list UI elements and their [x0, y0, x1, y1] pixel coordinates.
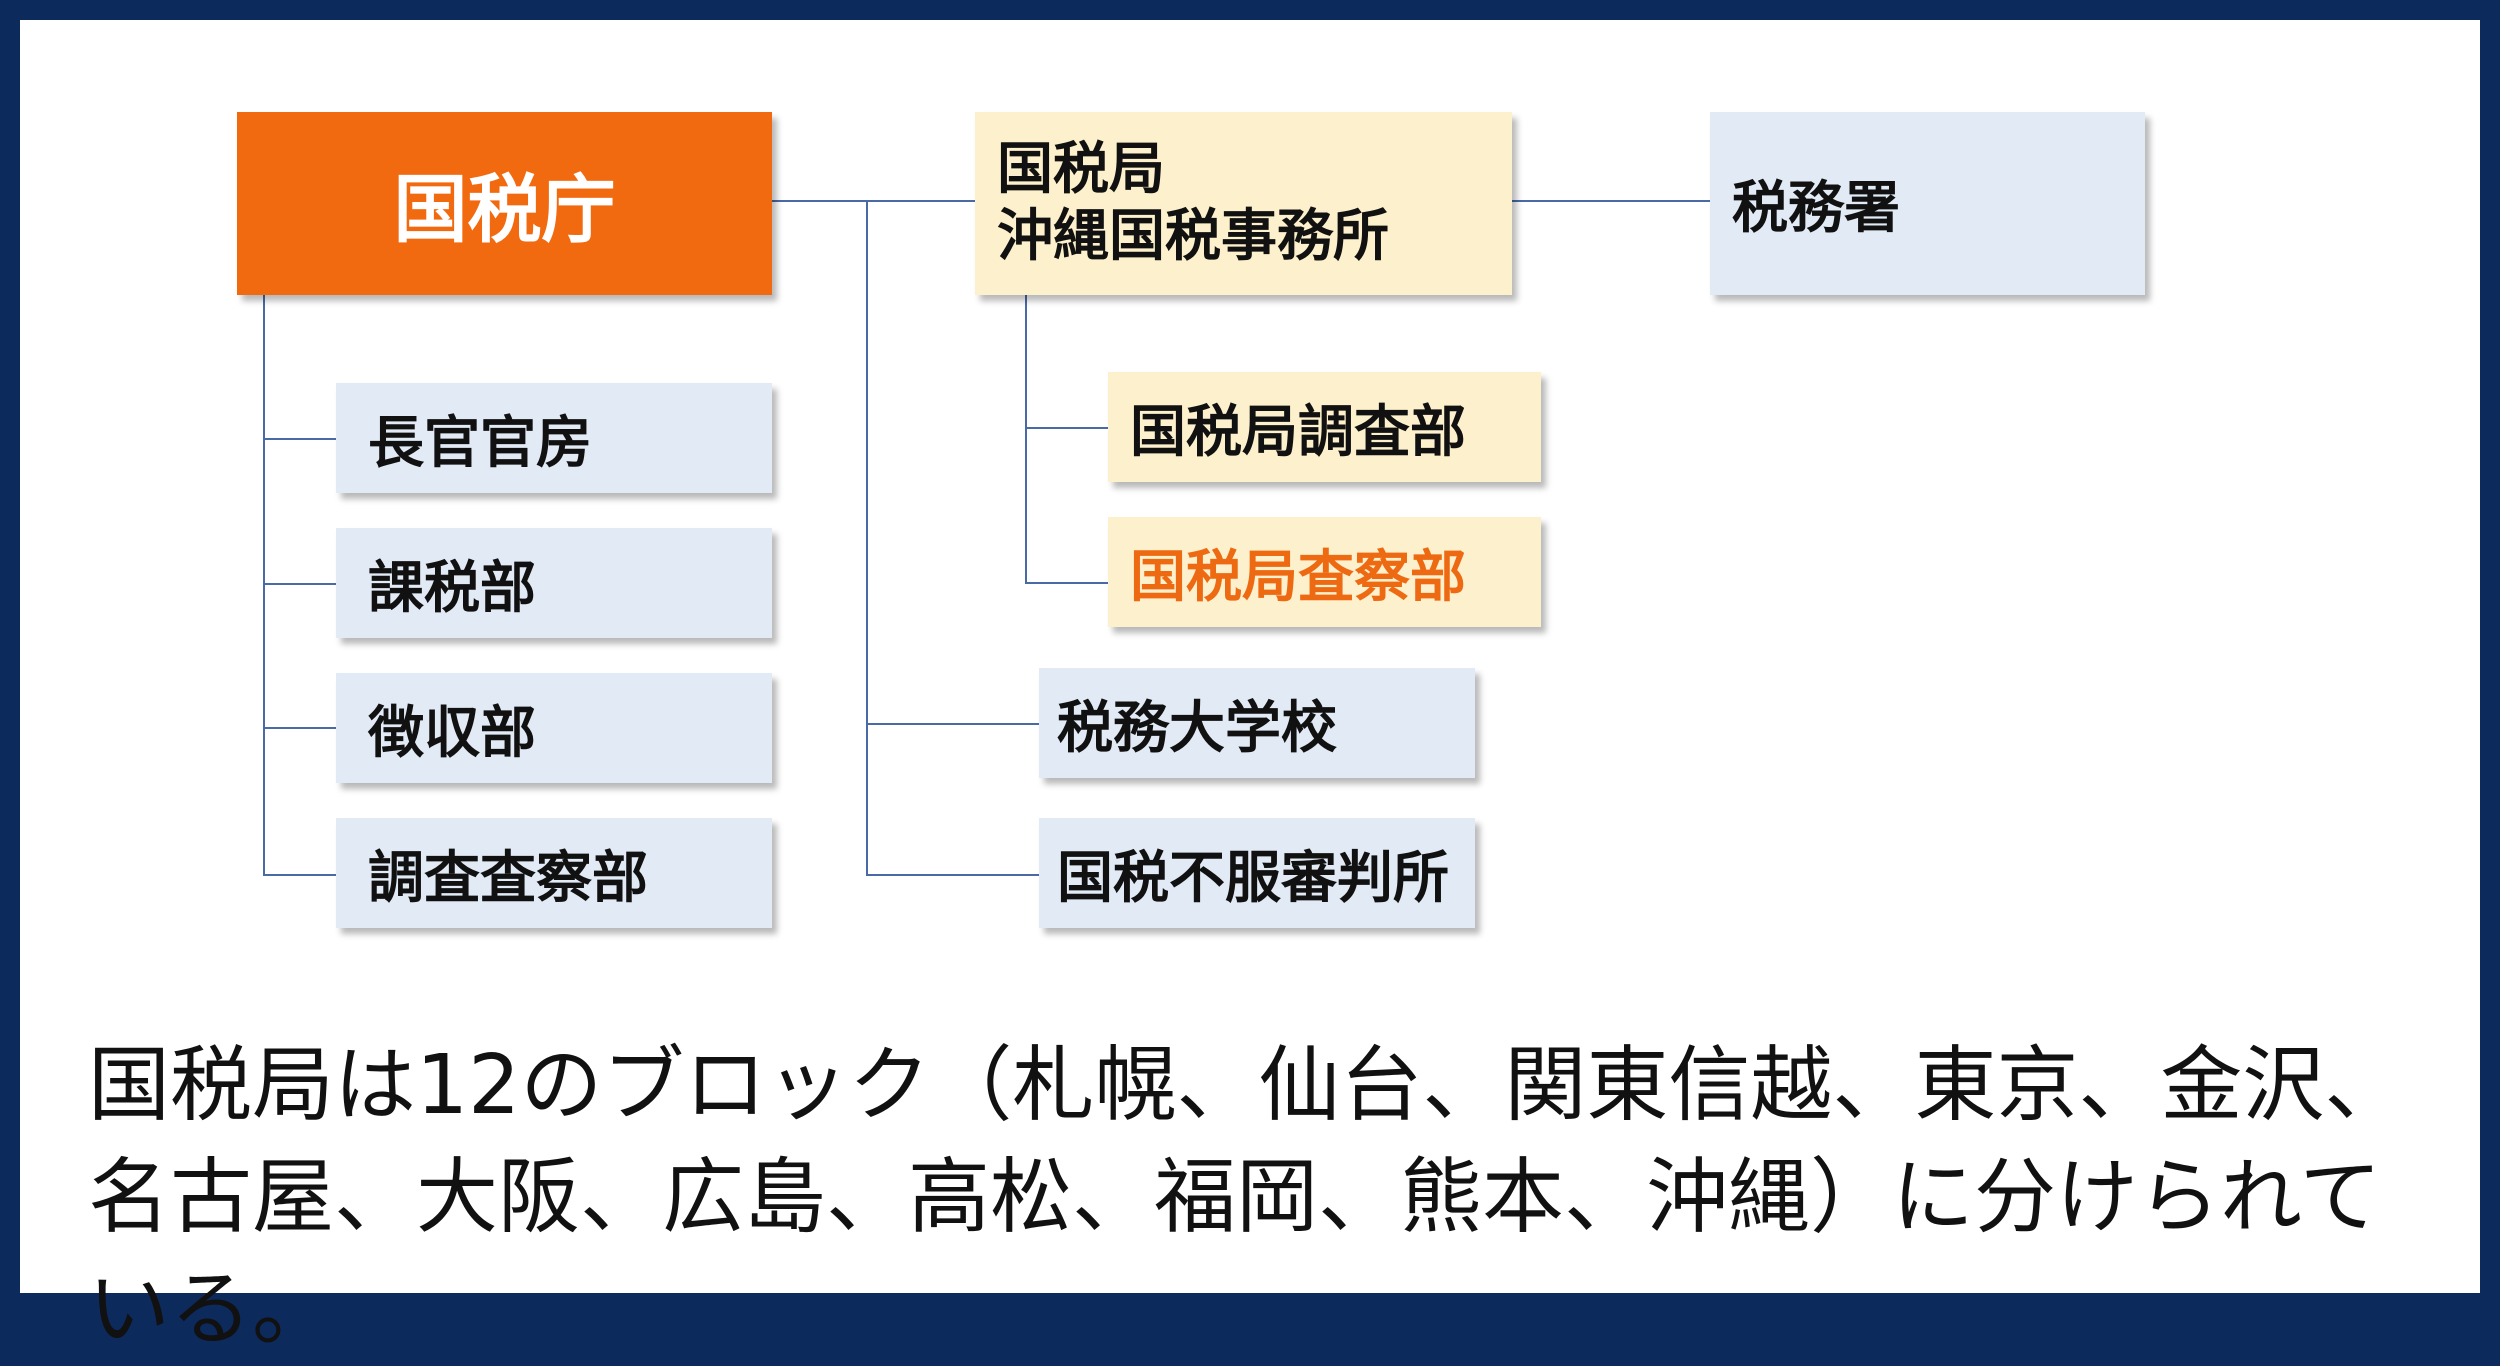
caption-text: 国税局は12のブロック（札幌、仙台、関東信越、東京、金沢、名古屋、大阪、広島、高… [88, 1038, 2407, 1357]
connector-to-internal-1 [263, 438, 336, 440]
connector-root-to-regional [772, 200, 975, 202]
connector-to-affiliated-1 [866, 723, 1039, 725]
connector-to-internal-2 [263, 583, 336, 585]
affiliated-org-box: 税務大学校 [1039, 668, 1475, 778]
connector-to-internal-3 [263, 727, 336, 729]
regional-dept-label: 国税局査察部 [1130, 544, 1466, 610]
affiliated-org-label: 税務大学校 [1057, 695, 1337, 761]
regional-dept-label: 国税局調査部 [1130, 399, 1466, 465]
connector-to-regional-dept-2 [1025, 582, 1108, 584]
connector-regional-vertical [1025, 295, 1027, 584]
internal-dept-box: 長官官房 [336, 383, 772, 493]
internal-dept-label: 課税部 [368, 555, 536, 621]
tax-office-label: 税務署 [1732, 176, 1900, 241]
internal-dept-label: 調査査察部 [368, 845, 648, 911]
tax-office-box: 税務署 [1710, 112, 2145, 295]
internal-dept-label: 徴収部 [368, 700, 536, 766]
internal-dept-box: 課税部 [336, 528, 772, 638]
connector-regional-to-office [1512, 200, 1710, 202]
connector-to-affiliated-2 [866, 874, 1039, 876]
regional-dept-box-highlighted: 国税局査察部 [1108, 517, 1541, 627]
internal-dept-label: 長官官房 [368, 410, 592, 476]
connector-to-regional-dept-1 [1025, 427, 1108, 429]
connector-branch-vertical [866, 200, 868, 875]
regional-bureau-box: 国税局 沖縄国税事務所 [975, 112, 1512, 295]
regional-bureau-line2: 沖縄国税事務所 [997, 203, 1389, 269]
connector-root-vertical [263, 295, 265, 875]
affiliated-org-box: 国税不服審判所 [1039, 818, 1475, 928]
regional-dept-box: 国税局調査部 [1108, 372, 1541, 482]
internal-dept-box: 徴収部 [336, 673, 772, 783]
internal-dept-box: 調査査察部 [336, 818, 772, 928]
root-label: 国税庁 [393, 167, 616, 253]
affiliated-org-label: 国税不服審判所 [1057, 845, 1449, 911]
regional-bureau-line1: 国税局 [997, 137, 1165, 203]
root-box-nta: 国税庁 [237, 112, 772, 295]
connector-to-internal-4 [263, 874, 336, 876]
